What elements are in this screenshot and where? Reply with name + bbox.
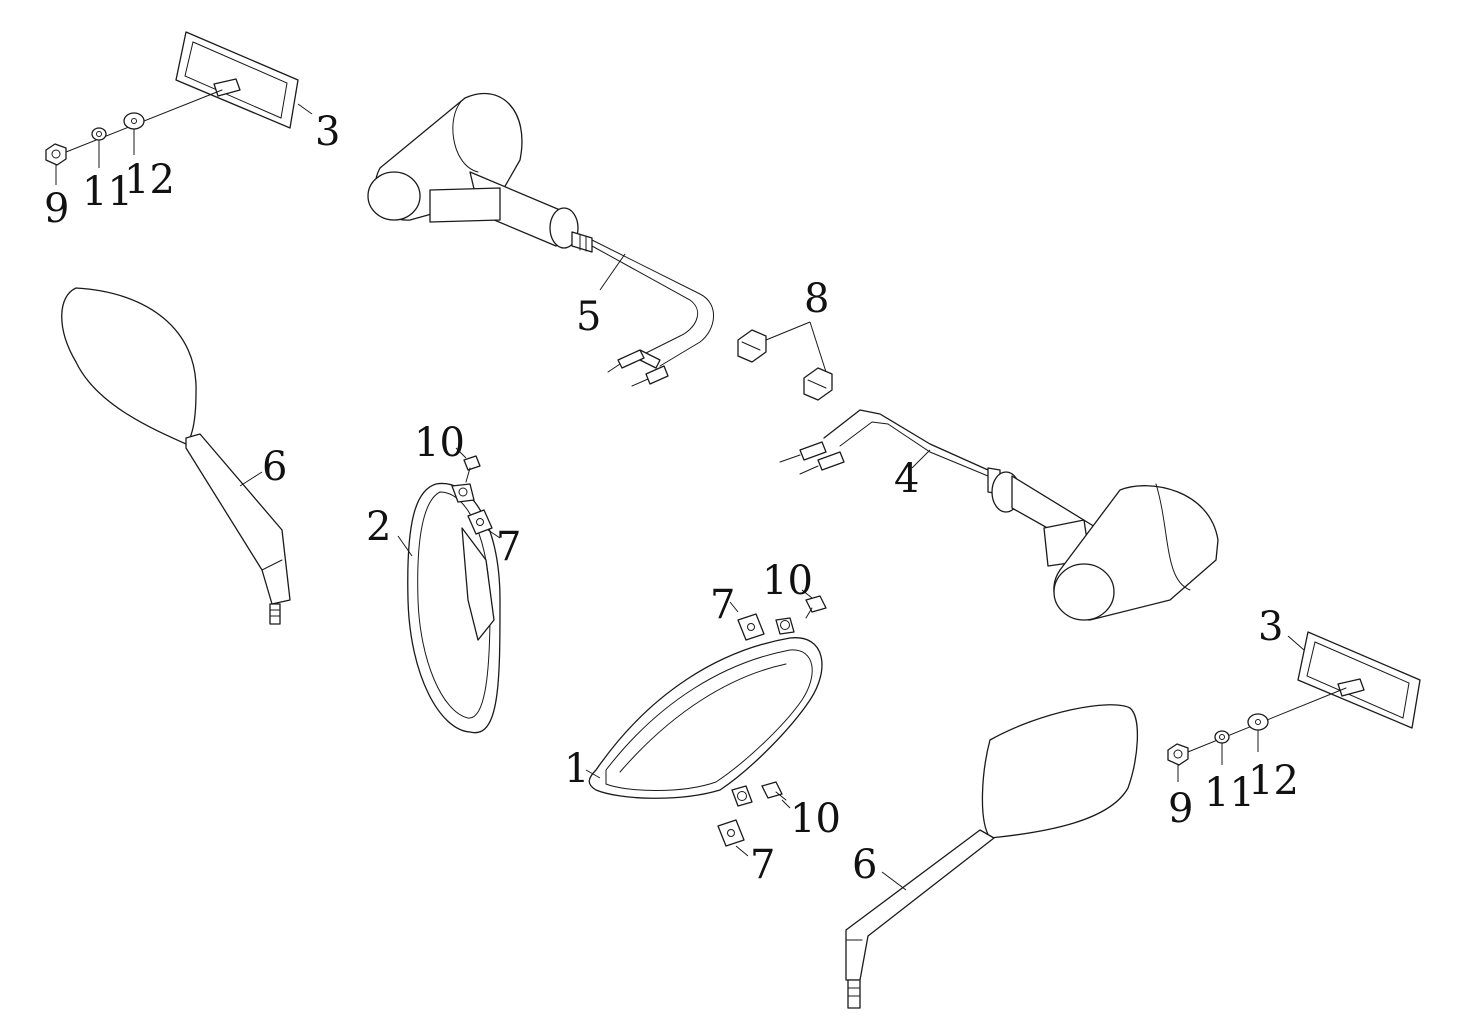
headlight-housing-left (407, 455, 501, 734)
callout-6-left: 6 (262, 444, 287, 490)
callout-10-middle: 10 (762, 558, 813, 604)
callout-group-top-left: 3 9 11 12 (44, 103, 340, 232)
leader-2 (397, 535, 413, 557)
leader-10-lower (781, 799, 791, 809)
callout-2: 2 (366, 504, 391, 550)
reflector-top-left (45, 31, 299, 166)
leader-10-middle (801, 589, 813, 599)
callout-3-bottom-right: 3 (1258, 604, 1283, 650)
callout-9-bottom-right: 9 (1168, 786, 1193, 832)
callout-1: 1 (564, 746, 589, 792)
callout-12-top-left: 12 (124, 157, 175, 203)
reflector-bottom-right (1167, 631, 1421, 766)
callout-8: 8 (804, 276, 829, 322)
leader-10-upper (455, 447, 467, 459)
callout-6-right: 6 (852, 842, 877, 888)
headlight-lens-center (588, 595, 827, 847)
nuts (737, 321, 833, 401)
callout-11-top-left: 11 (82, 169, 133, 215)
leader-4 (911, 449, 931, 469)
callout-4: 4 (894, 456, 919, 502)
callout-5: 5 (576, 294, 601, 340)
callout-7-lower: 7 (750, 842, 775, 888)
callout-10-lower: 10 (790, 796, 841, 842)
leader-7-lower (735, 845, 749, 857)
callout-3-top-left: 3 (315, 109, 340, 155)
callout-10-upper: 10 (414, 420, 465, 466)
callout-11-bottom-right: 11 (1204, 770, 1255, 816)
leader-7-middle (729, 601, 739, 613)
mirror-right (845, 704, 1139, 1009)
mirror-left (61, 287, 291, 625)
leader-5 (599, 253, 626, 291)
callout-7-middle: 7 (710, 582, 735, 628)
turn-signal-bottom (779, 409, 1219, 621)
callout-7-upper: 7 (496, 524, 521, 570)
leader-6-right (881, 871, 907, 891)
callout-group-bottom-right: 3 9 11 12 (1168, 604, 1305, 832)
leader-1 (585, 769, 601, 779)
callout-9-top-left: 9 (44, 186, 69, 232)
leader-6-left (239, 471, 263, 487)
turn-signal-top (367, 92, 714, 387)
leader-7-upper (487, 529, 501, 539)
callout-12-bottom-right: 12 (1248, 758, 1299, 804)
